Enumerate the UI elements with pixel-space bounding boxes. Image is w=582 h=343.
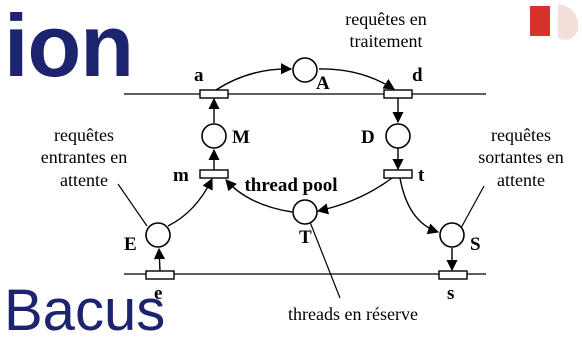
thread-pool-label: thread pool: [244, 175, 337, 196]
place-S: [439, 222, 465, 248]
transition-e: [145, 270, 175, 280]
arc-A-to-d: [318, 68, 395, 90]
label-m: m: [173, 165, 189, 186]
label-A: A: [316, 73, 330, 94]
transition-t: [383, 169, 413, 179]
arc-a-to-A: [215, 63, 293, 91]
label-D: D: [361, 127, 375, 148]
arc-e-to-E: [153, 247, 166, 272]
place-E: [145, 222, 171, 248]
place-D: [385, 123, 411, 149]
label-s: s: [447, 283, 454, 304]
petri-net-diagram: requêtes en traitement requêtes entrante…: [41, 9, 564, 324]
pointer-outgoing: [460, 185, 485, 229]
incoming-note-line2: entrantes en: [41, 147, 127, 167]
place-M: [201, 123, 227, 149]
outgoing-note-line3: attente: [497, 170, 545, 190]
slide-title-fragment: ion: [4, 0, 134, 95]
incoming-note-line3: attente: [60, 170, 108, 190]
label-T: T: [299, 227, 312, 248]
threads-reserve-label: threads en réserve: [288, 304, 418, 324]
logo-icon: [530, 4, 579, 40]
outgoing-note-line1: requêtes: [491, 125, 551, 145]
place-T: [292, 199, 318, 225]
label-S: S: [470, 234, 481, 255]
label-a: a: [194, 65, 204, 86]
label-e: e: [154, 283, 162, 304]
processing-note-line1: requêtes en: [345, 9, 426, 29]
arc-t-to-S: [399, 177, 440, 235]
transition-a: [199, 89, 229, 99]
outgoing-note-line2: sortantes en: [478, 147, 563, 167]
arc-T-to-m: [225, 179, 293, 213]
transition-d: [383, 89, 413, 99]
pointer-incoming: [117, 183, 148, 227]
pointer-reserve: [309, 221, 341, 299]
place-A: [292, 57, 318, 83]
transition-s: [438, 270, 468, 280]
arc-t-to-T: [316, 177, 393, 215]
label-t: t: [418, 165, 425, 186]
label-d: d: [412, 65, 423, 86]
transition-m: [199, 169, 229, 179]
label-M: M: [232, 127, 250, 148]
label-E: E: [124, 234, 137, 255]
processing-note-line2: traitement: [350, 31, 423, 51]
arc-E-to-m: [167, 177, 213, 227]
incoming-note-line1: requêtes: [54, 125, 114, 145]
